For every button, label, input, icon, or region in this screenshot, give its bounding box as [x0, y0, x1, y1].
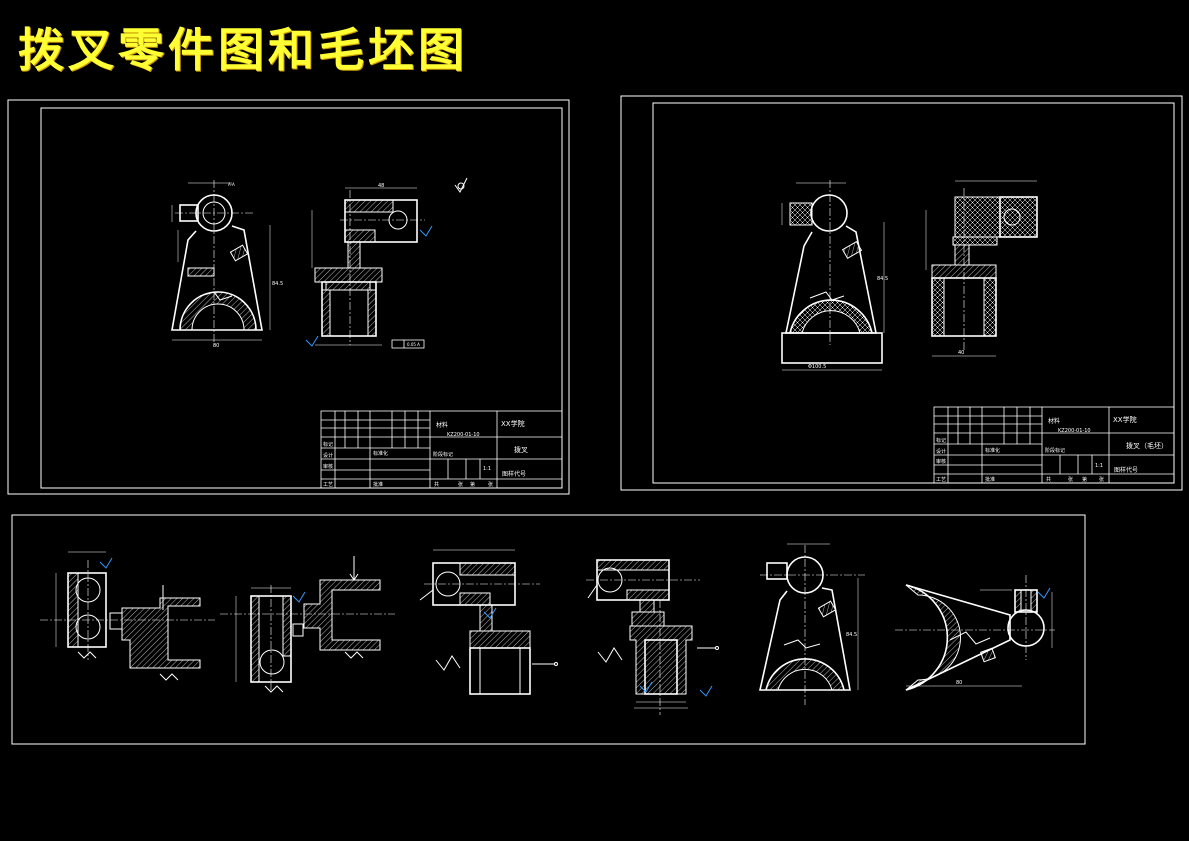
blank-side-view: 40 [925, 180, 1038, 357]
part-sheet-outer-border [7, 99, 570, 495]
page-title: 拨叉零件图和毛坯图 [18, 23, 468, 77]
blank-part-name: 拨叉（毛坯） [1126, 441, 1168, 450]
blank-dim-width-40: 40 [958, 350, 964, 356]
blank-sheet-unit2: 张 [1099, 476, 1104, 483]
part-sheet-total: 共 [434, 481, 439, 488]
process-view-6: 80 [895, 575, 1055, 691]
part-row-standard: 标准化 [373, 450, 388, 457]
dim-width-80: 80 [213, 343, 219, 349]
part-drawing-no: KZ200-01-10 [447, 432, 480, 438]
blank-sheet-total: 共 [1046, 476, 1051, 483]
part-stage-label: 阶段标记 [433, 451, 453, 458]
part-title-block: 材料 KZ200-01-10 XX学院 拨叉 图样代号 阶段标记 1:1 标记 … [320, 410, 563, 489]
blank-sheet-inner-border [652, 102, 1175, 484]
process-view-4 [586, 559, 719, 715]
blank-row-standard: 标准化 [985, 447, 1000, 454]
part-drawing-code-label: 图样代号 [502, 470, 526, 478]
blank-drawing-code-label: 图样代号 [1114, 466, 1138, 474]
process-dim-width: 80 [956, 680, 962, 686]
blank-material-label: 材料 [1048, 417, 1060, 425]
part-sheet-inner-border [40, 107, 563, 489]
part-material-label: 材料 [436, 421, 448, 429]
part-scale: 1:1 [483, 466, 491, 472]
blank-title-block: 材料 KZ200-01-10 XX学院 拨叉（毛坯） 图样代号 阶段标记 1:1… [933, 406, 1175, 484]
process-view-3 [419, 549, 558, 695]
blank-drawing-sheet: Φ100.5 84.5 40 [620, 95, 1183, 491]
part-row-mark: 标记 [323, 441, 333, 448]
part-front-view: 80 84.5 A-A [171, 180, 283, 349]
blank-school: XX学院 [1113, 415, 1137, 424]
part-drawing-sheet: 80 84.5 A-A 0.05 A 48 [7, 99, 570, 495]
dim-width-48: 48 [378, 183, 384, 189]
blank-row-approve: 批准 [985, 476, 995, 483]
process-view-1 [40, 551, 215, 681]
part-school: XX学院 [501, 419, 525, 428]
blank-scale: 1:1 [1095, 463, 1103, 469]
blank-drawing-no: KZ200-01-10 [1058, 428, 1091, 434]
blank-dim-width: Φ100.5 [808, 364, 826, 370]
dim-section-label: A-A [228, 182, 235, 187]
part-row-process: 工艺 [323, 482, 333, 488]
process-views-sheet: 84.5 80 [11, 514, 1086, 745]
blank-front-view: Φ100.5 84.5 [781, 180, 888, 371]
process-dim-height: 84.5 [846, 632, 857, 638]
process-view-5: 84.5 [759, 543, 865, 705]
blank-sheet-no: 第 [1082, 476, 1087, 483]
part-row-review: 审核 [323, 463, 333, 470]
blank-row-process: 工艺 [936, 477, 946, 483]
process-view-2 [220, 556, 395, 693]
part-name: 拨叉 [514, 445, 528, 454]
blank-row-design: 设计 [936, 448, 946, 455]
part-row-approve: 批准 [373, 481, 383, 488]
blank-row-review: 审核 [936, 458, 946, 465]
part-sheet-unit: 张 [458, 481, 463, 488]
part-side-view: 0.05 A 48 [305, 177, 468, 349]
part-row-design: 设计 [323, 452, 333, 459]
blank-dim-height: 84.5 [877, 276, 888, 282]
blank-sheet-outer-border [620, 95, 1183, 491]
part-sheet-no: 第 [470, 481, 475, 488]
tolerance-frame: 0.05 A [407, 342, 420, 347]
blank-stage-label: 阶段标记 [1045, 447, 1065, 454]
blank-sheet-unit: 张 [1068, 476, 1073, 483]
process-sheet-border [11, 514, 1086, 745]
blank-row-mark: 标记 [936, 437, 946, 444]
dim-height-84: 84.5 [272, 281, 283, 287]
part-sheet-unit2: 张 [488, 481, 493, 488]
